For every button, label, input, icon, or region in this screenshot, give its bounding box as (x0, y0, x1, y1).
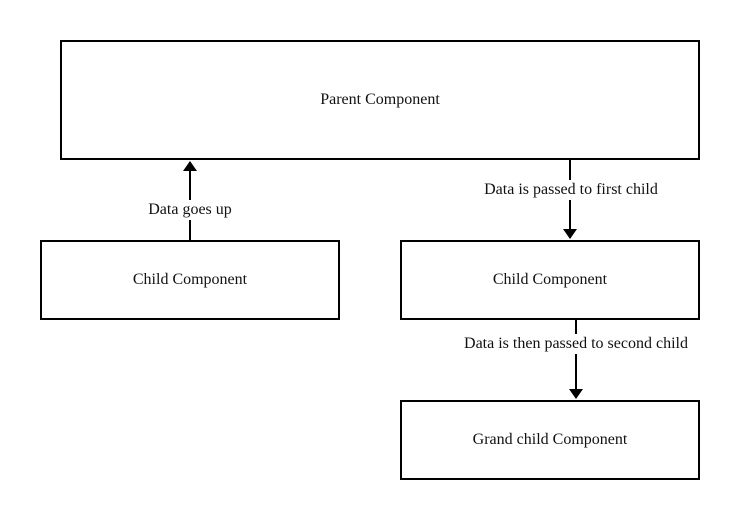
edge-label-first-child: Data is passed to first child (482, 180, 660, 200)
edge-label-data-goes-up: Data goes up (146, 200, 234, 220)
grandchild-component-label: Grand child Component (472, 431, 628, 448)
grandchild-component-box: Grand child Component (400, 400, 700, 480)
child-component-left-box: Child Component (40, 240, 340, 320)
parent-component-label: Parent Component (320, 91, 440, 108)
edge-label-second-child: Data is then passed to second child (462, 334, 690, 354)
child-component-left-label: Child Component (132, 271, 248, 288)
parent-component-box: Parent Component (60, 40, 700, 160)
child-component-right-box: Child Component (400, 240, 700, 320)
child-component-right-label: Child Component (492, 271, 608, 288)
